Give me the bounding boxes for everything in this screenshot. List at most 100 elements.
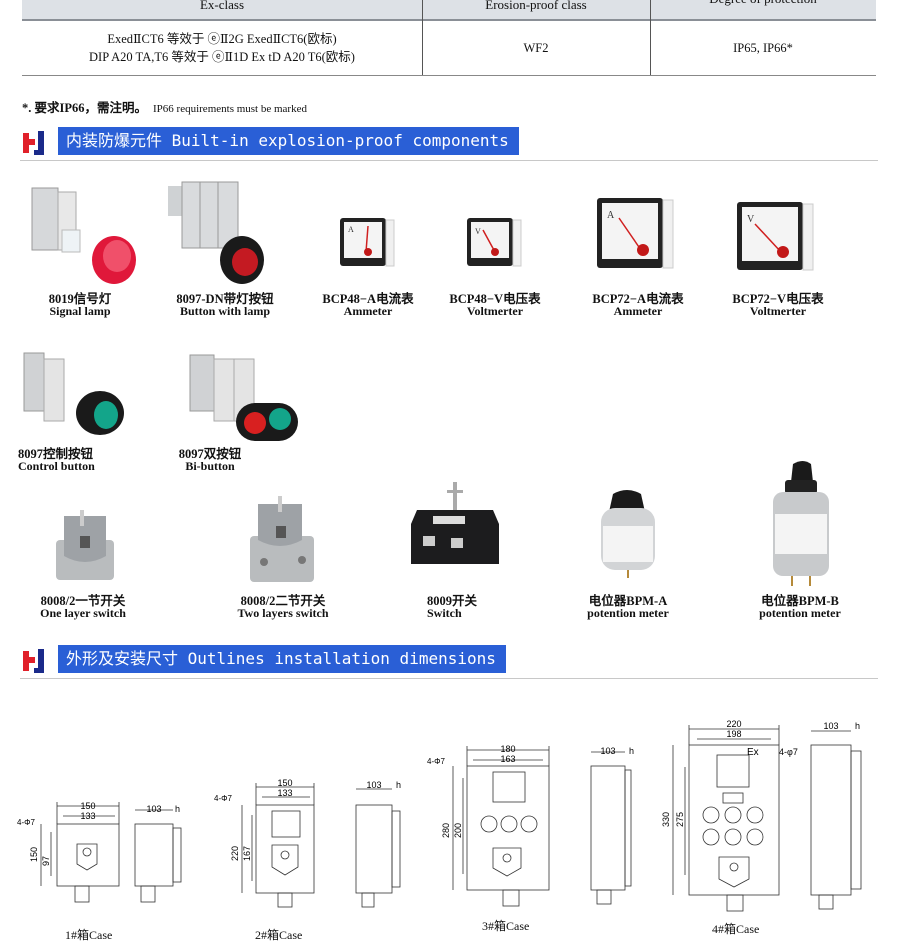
case-4-outline xyxy=(672,725,862,912)
potentiometer-icon xyxy=(601,490,655,578)
potentiometer-icon xyxy=(773,461,829,586)
product-caption: 8097-DN带灯按钮 Button with lamp xyxy=(176,292,274,318)
footnote-en: IP66 requirements must be marked xyxy=(153,103,307,115)
dim-inner-height: 200 xyxy=(453,823,463,838)
footnote-cn: *. 要求IP66，需注明。 xyxy=(22,101,148,115)
divider xyxy=(20,678,878,679)
case-1-dimension-labels: 150 133 4-Φ7 150 97 103 h xyxy=(17,801,180,866)
case-3-outline xyxy=(452,746,632,907)
product-caption: 电位器BPM-A potention meter xyxy=(587,594,669,620)
control-button-icon xyxy=(23,352,124,435)
product-caption: 8019信号灯 Signal lamp xyxy=(48,292,112,318)
table-header xyxy=(22,0,876,21)
dim-width: 220 xyxy=(726,719,741,729)
section-header-dimensions: 外形及安装尺寸 Outlines installation dimensions xyxy=(20,643,878,679)
svg-text:A: A xyxy=(348,225,354,234)
case-4-label: 4#箱Case xyxy=(712,922,760,936)
dim-hole-spacing: 133 xyxy=(80,811,95,821)
dim-hole-spacing: 198 xyxy=(726,729,741,739)
column-divider xyxy=(422,0,423,75)
column-divider xyxy=(650,0,651,75)
section-title: 内装防爆元件 Built-in explosion-proof componen… xyxy=(58,127,519,155)
voltmeter-icon: V xyxy=(467,218,522,267)
bi-button-icon xyxy=(189,354,298,441)
product-bcp48-ammeter: A BCP48−A电流表 Ammeter xyxy=(318,180,418,317)
dim-depth: 103 xyxy=(600,746,615,756)
header-erosion: Erosion-proof class xyxy=(485,0,587,12)
dim-depth: 103 xyxy=(823,721,838,731)
product-two-layer-switch: 8008/2二节开关 Two layers switch xyxy=(228,490,338,619)
case-1-label: 1#箱Case xyxy=(65,928,113,942)
dim-width: 150 xyxy=(80,801,95,811)
ex-class-line2: DIP A20 TA,T6 等效于 ⓔⅡ1D Ex tD A20 T6(欧标) xyxy=(89,50,355,64)
dim-hole-spacing: 133 xyxy=(277,788,292,798)
table-row xyxy=(22,21,876,76)
case-4-dimension-labels: 220 198 Ex 4-φ7 330 275 103 h xyxy=(661,719,860,827)
product-one-layer-switch: 8008/2一节开关 One layer switch xyxy=(28,490,138,619)
cell-protection: IP65, IP66* xyxy=(733,41,793,55)
product-bcp72-voltmeter: V BCP72−V电压表 Voltmerter xyxy=(723,180,833,317)
dim-height: 330 xyxy=(661,812,671,827)
dim-holes: 4-φ7 xyxy=(779,747,798,757)
case-2-outline xyxy=(241,783,401,908)
product-caption: BCP72−V电压表 Voltmerter xyxy=(732,292,824,318)
footnote: *. 要求IP66，需注明。 IP66 requirements must be … xyxy=(22,97,307,116)
case-2-label: 2#箱Case xyxy=(255,928,303,942)
product-bpm-a: 电位器BPM-A potention meter xyxy=(583,482,673,619)
rotary-switch-icon xyxy=(250,496,314,582)
brand-logo-icon xyxy=(23,131,44,155)
cell-ex-class: ExedⅡCT6 等效于 ⓔⅡ2G ExedⅡCT6(欧标) DIP A20 T… xyxy=(22,21,422,75)
product-signal-lamp: 8019信号灯 Signal lamp xyxy=(20,180,140,317)
ex-class-line1: ExedⅡCT6 等效于 ⓔⅡ2G ExedⅡCT6(欧标) xyxy=(107,32,337,46)
divider xyxy=(20,160,878,161)
dim-h: h xyxy=(629,746,634,756)
product-bcp48-voltmeter: V BCP48−V电压表 Voltmerter xyxy=(445,180,545,317)
section-header-components: 内装防爆元件 Built-in explosion-proof componen… xyxy=(20,125,878,161)
product-caption: BCP72−A电流表 Ammeter xyxy=(592,292,684,318)
button-with-lamp-icon xyxy=(168,181,264,284)
voltmeter-icon: V xyxy=(737,202,814,271)
dim-hole-spacing: 163 xyxy=(500,754,515,764)
case-1-drawing: 150 133 4-Φ7 150 97 103 h xyxy=(15,800,195,915)
dim-width: 150 xyxy=(277,778,292,788)
case-2-drawing: 150 133 4-Φ7 220 167 103 h xyxy=(212,775,412,915)
switch-icon xyxy=(411,482,499,564)
product-caption: 电位器BPM-B potention meter xyxy=(759,594,841,620)
dim-height: 150 xyxy=(29,847,39,862)
product-caption: BCP48−V电压表 Voltmerter xyxy=(449,292,541,318)
case-1-outline xyxy=(40,802,182,903)
product-caption: BCP48−A电流表 Ammeter xyxy=(322,292,414,318)
case-2-dimension-labels: 150 133 4-Φ7 220 167 103 h xyxy=(214,778,401,861)
dim-depth: 103 xyxy=(366,780,381,790)
dim-depth: 103 xyxy=(146,804,161,814)
header-ex-class: Ex-class xyxy=(199,0,245,12)
section-title: 外形及安装尺寸 Outlines installation dimensions xyxy=(58,645,506,673)
dim-inner-height: 97 xyxy=(41,856,51,866)
product-bi-button: 8097双按钮 Bi-button xyxy=(179,345,300,472)
dim-h: h xyxy=(396,780,401,790)
product-button-with-lamp: 8097-DN带灯按钮 Button with lamp xyxy=(160,180,290,317)
ex-mark: Ex xyxy=(747,747,759,758)
product-caption: 8009开关 Switch xyxy=(427,594,478,620)
case-3-label: 3#箱Case xyxy=(482,919,530,933)
product-bpm-b: 电位器BPM-B potention meter xyxy=(755,458,845,619)
dim-h: h xyxy=(855,721,860,731)
svg-text:V: V xyxy=(475,227,481,236)
dim-width: 180 xyxy=(500,744,515,754)
dim-height: 220 xyxy=(230,846,240,861)
dim-height: 280 xyxy=(441,823,451,838)
case-3-dimension-labels: 180 163 4-Φ7 280 200 103 h xyxy=(427,744,634,838)
brand-logo-icon xyxy=(23,649,44,673)
product-bcp72-ammeter: A BCP72−A电流表 Ammeter xyxy=(583,180,693,317)
product-caption: 8008/2二节开关 Two layers switch xyxy=(237,594,329,620)
dim-holes: 4-Φ7 xyxy=(427,757,445,766)
cell-erosion: WF2 xyxy=(523,41,549,55)
signal-lamp-icon xyxy=(31,187,136,284)
dim-inner-height: 167 xyxy=(242,846,252,861)
rotary-switch-icon xyxy=(56,510,114,580)
dim-inner-height: 275 xyxy=(675,812,685,827)
product-control-button: 8097控制按钮 Control button xyxy=(18,345,128,472)
product-caption: 8097双按钮 Bi-button xyxy=(178,447,242,473)
ammeter-icon: A xyxy=(597,198,674,269)
svg-text:A: A xyxy=(607,210,615,221)
